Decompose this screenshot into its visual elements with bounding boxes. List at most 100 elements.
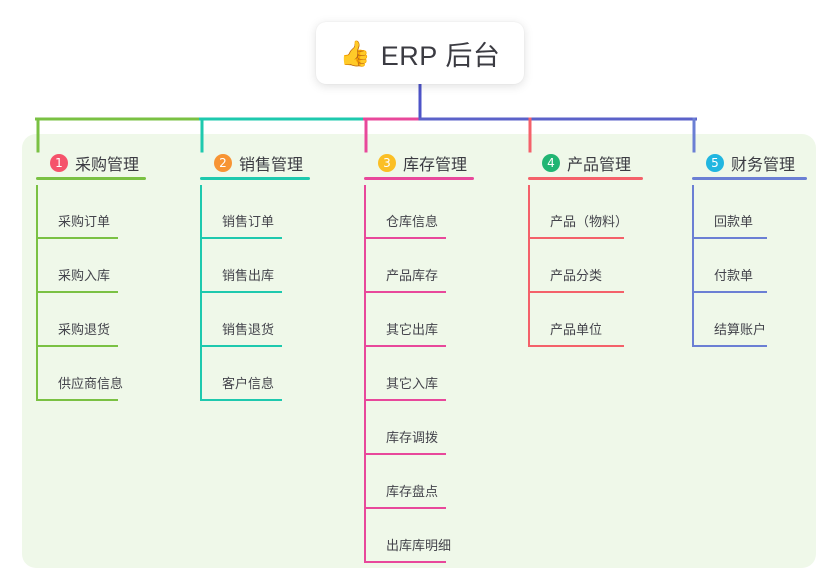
leaf-vertical-line <box>528 239 530 293</box>
leaf-node[interactable]: 产品单位 <box>528 293 624 347</box>
leaf-underline <box>364 399 446 401</box>
leaf-node[interactable]: 供应商信息 <box>36 347 123 401</box>
leaf-vertical-line <box>364 293 366 347</box>
leaf-node[interactable]: 付款单 <box>692 239 767 293</box>
leaf-node[interactable]: 回款单 <box>692 185 767 239</box>
column-rule-3 <box>364 177 474 180</box>
column-badge-3: 3 <box>378 154 396 172</box>
leaf-label: 其它出库 <box>386 322 439 337</box>
leaf-node[interactable]: 出库库明细 <box>364 509 451 563</box>
column-header-1[interactable]: 1 采购管理 <box>36 150 146 180</box>
leaf-underline <box>364 291 446 293</box>
root-node[interactable]: 👍 ERP 后台 <box>316 22 524 84</box>
leaf-node[interactable]: 其它出库 <box>364 293 446 347</box>
leaf-list-1: 采购订单采购入库采购退货供应商信息 <box>36 185 123 401</box>
leaf-underline <box>36 237 118 239</box>
column-title-2: 销售管理 <box>239 157 304 174</box>
column-title-1: 采购管理 <box>75 157 140 174</box>
leaf-underline <box>200 345 282 347</box>
leaf-underline <box>364 345 446 347</box>
leaf-vertical-line <box>692 293 694 347</box>
leaf-node[interactable]: 客户信息 <box>200 347 282 401</box>
leaf-vertical-line <box>528 185 530 239</box>
column-4: 4 产品管理产品（物料） 产品分类产品单位 <box>528 150 643 347</box>
leaf-underline <box>364 453 446 455</box>
leaf-node[interactable]: 销售出库 <box>200 239 282 293</box>
leaf-underline <box>692 345 767 347</box>
leaf-label: 结算账户 <box>714 322 767 337</box>
leaf-label: 产品（物料） <box>550 214 629 229</box>
column-title-4: 产品管理 <box>567 157 632 174</box>
leaf-underline <box>528 237 624 239</box>
leaf-node[interactable]: 其它入库 <box>364 347 446 401</box>
leaf-vertical-line <box>364 509 366 563</box>
leaf-vertical-line <box>692 185 694 239</box>
column-header-3[interactable]: 3 库存管理 <box>364 150 474 180</box>
leaf-node[interactable]: 采购退货 <box>36 293 118 347</box>
column-badge-1: 1 <box>50 154 68 172</box>
leaf-label: 产品库存 <box>386 268 439 283</box>
leaf-node[interactable]: 库存调拨 <box>364 401 446 455</box>
leaf-vertical-line <box>200 239 202 293</box>
leaf-label: 采购订单 <box>58 214 111 229</box>
leaf-node[interactable]: 销售订单 <box>200 185 282 239</box>
leaf-list-4: 产品（物料） 产品分类产品单位 <box>528 185 628 347</box>
leaf-node[interactable]: 结算账户 <box>692 293 767 347</box>
leaf-underline <box>364 507 446 509</box>
leaf-vertical-line <box>364 347 366 401</box>
leaf-node[interactable]: 仓库信息 <box>364 185 446 239</box>
leaf-label: 库存盘点 <box>386 484 439 499</box>
column-badge-5: 5 <box>706 154 724 172</box>
leaf-underline <box>528 345 624 347</box>
leaf-label: 付款单 <box>714 268 754 283</box>
leaf-label: 采购退货 <box>58 322 111 337</box>
column-title-3: 库存管理 <box>403 157 468 174</box>
leaf-label: 客户信息 <box>222 376 275 391</box>
column-badge-2: 2 <box>214 154 232 172</box>
leaf-vertical-line <box>36 239 38 293</box>
column-header-2[interactable]: 2 销售管理 <box>200 150 310 180</box>
leaf-label: 销售退货 <box>222 322 275 337</box>
leaf-label: 供应商信息 <box>58 376 124 391</box>
column-header-4[interactable]: 4 产品管理 <box>528 150 643 180</box>
leaf-node[interactable]: 产品库存 <box>364 239 446 293</box>
leaf-underline <box>200 291 282 293</box>
leaf-node[interactable]: 采购订单 <box>36 185 118 239</box>
leaf-node[interactable]: 产品分类 <box>528 239 624 293</box>
column-badge-4: 4 <box>542 154 560 172</box>
leaf-list-2: 销售订单销售出库销售退货客户信息 <box>200 185 282 401</box>
root-node-label: ERP 后台 <box>380 40 501 71</box>
leaf-node[interactable]: 销售退货 <box>200 293 282 347</box>
leaf-vertical-line <box>36 347 38 401</box>
column-rule-5 <box>692 177 807 180</box>
leaf-vertical-line <box>200 347 202 401</box>
leaf-underline <box>36 399 118 401</box>
leaf-label: 库存调拨 <box>386 430 439 445</box>
leaf-label: 其它入库 <box>386 376 439 391</box>
thumbs-up-icon: 👍 <box>339 39 371 68</box>
leaf-list-3: 仓库信息产品库存其它出库其它入库库存调拨库存盘点出库库明细 <box>364 185 451 563</box>
leaf-list-5: 回款单付款单结算账户 <box>692 185 767 347</box>
leaf-node[interactable]: 采购入库 <box>36 239 118 293</box>
column-3: 3 库存管理仓库信息产品库存其它出库其它入库库存调拨库存盘点出库库明细 <box>364 150 474 563</box>
leaf-label: 产品分类 <box>550 268 603 283</box>
leaf-vertical-line <box>364 455 366 509</box>
leaf-vertical-line <box>200 293 202 347</box>
leaf-underline <box>36 291 118 293</box>
column-rule-2 <box>200 177 310 180</box>
leaf-underline <box>692 237 767 239</box>
leaf-underline <box>200 237 282 239</box>
leaf-label: 产品单位 <box>550 322 603 337</box>
column-header-5[interactable]: 5 财务管理 <box>692 150 807 180</box>
leaf-vertical-line <box>364 239 366 293</box>
leaf-underline <box>364 561 446 563</box>
leaf-vertical-line <box>364 185 366 239</box>
leaf-vertical-line <box>200 185 202 239</box>
leaf-node[interactable]: 产品（物料） <box>528 185 628 239</box>
leaf-node[interactable]: 库存盘点 <box>364 455 446 509</box>
leaf-vertical-line <box>692 239 694 293</box>
column-5: 5 财务管理回款单付款单结算账户 <box>692 150 807 347</box>
column-title-5: 财务管理 <box>731 157 796 174</box>
column-2: 2 销售管理销售订单销售出库销售退货客户信息 <box>200 150 310 401</box>
